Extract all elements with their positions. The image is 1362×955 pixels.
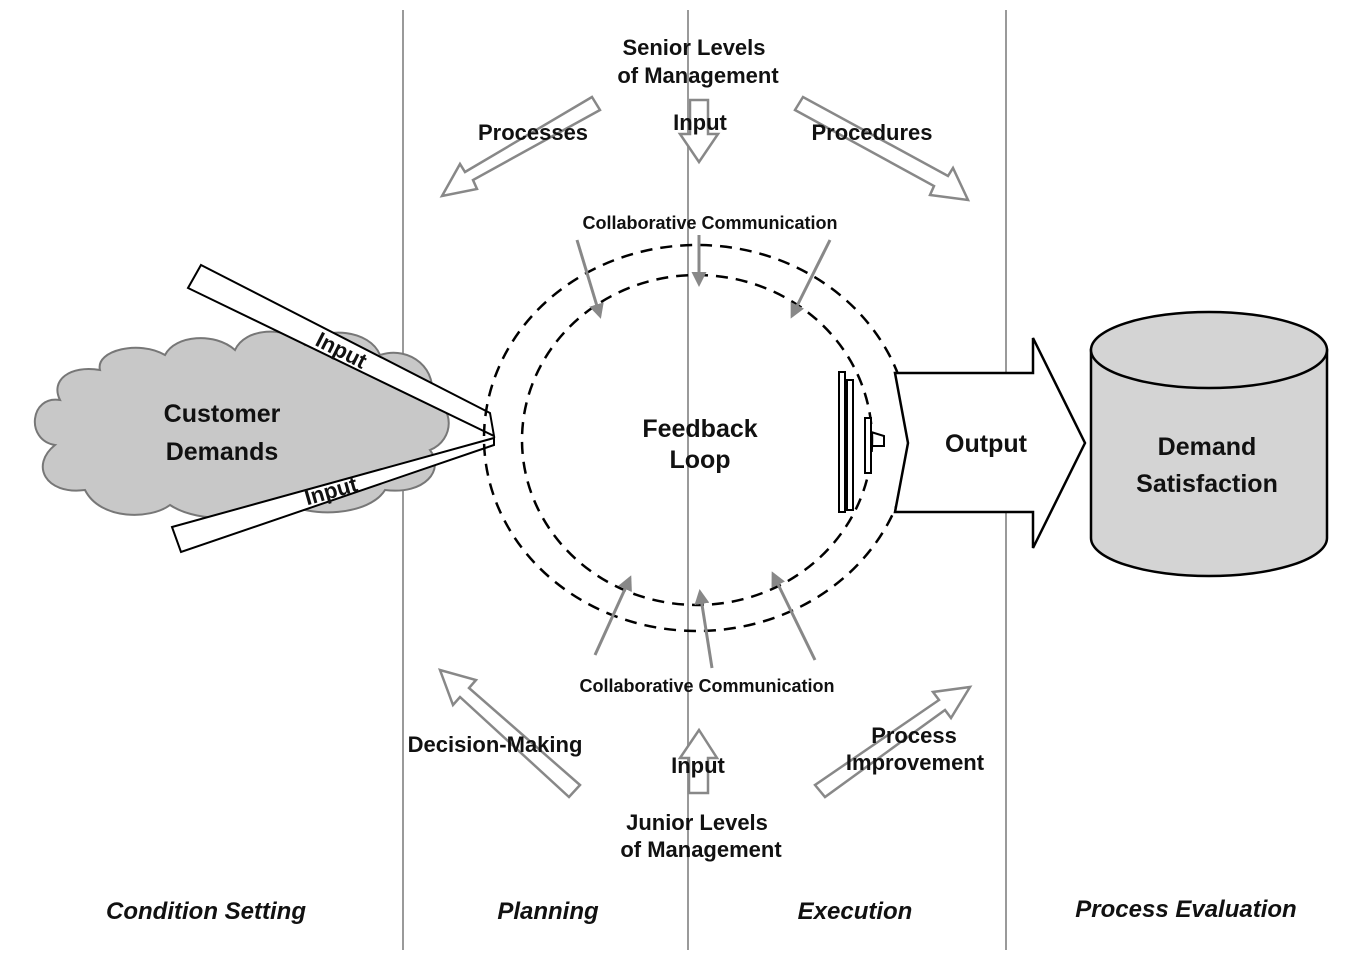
collab-top-label: Collaborative Communication <box>582 213 837 233</box>
top-input-arrow <box>677 98 721 165</box>
demand-satisfaction-cylinder <box>1089 310 1329 578</box>
senior-label-2: of Management <box>617 63 779 88</box>
collab-bottom-label: Collaborative Communication <box>579 676 834 696</box>
customer-label-2: Demands <box>166 438 279 466</box>
input-bar-lower <box>170 436 495 554</box>
feedback-label-1: Feedback <box>642 415 757 443</box>
demand-label-2: Satisfaction <box>1136 470 1278 498</box>
process-improvement-arrow <box>813 685 973 799</box>
senior-label-1: Senior Levels <box>622 35 765 60</box>
phase-condition-setting: Condition Setting <box>106 898 306 925</box>
output-label: Output <box>945 430 1028 458</box>
process-improvement-label-2: Improvement <box>846 750 985 775</box>
decision-label: Decision-Making <box>408 732 583 757</box>
phase-process-evaluation: Process Evaluation <box>1075 896 1296 923</box>
collab-bottom-arrows <box>593 571 817 669</box>
collab-top-arrows <box>575 235 832 319</box>
processes-arrow <box>439 95 602 198</box>
junior-label-1: Junior Levels <box>626 810 768 835</box>
loop-gate <box>838 371 885 513</box>
processes-label: Processes <box>478 120 588 145</box>
phase-planning: Planning <box>497 898 599 925</box>
customer-demands-cloud <box>33 330 450 519</box>
procedures-label: Procedures <box>811 120 932 145</box>
output-arrow <box>893 337 1087 549</box>
bottom-input-arrow <box>677 727 720 795</box>
decision-arrow <box>437 668 582 799</box>
phase-execution: Execution <box>798 898 913 925</box>
demand-label-1: Demand <box>1158 433 1257 461</box>
procedures-arrow <box>793 95 971 202</box>
input-bar-upper <box>186 263 496 438</box>
process-improvement-label-1: Process <box>871 723 957 748</box>
bottom-input-label: Input <box>671 753 725 778</box>
feedback-label-2: Loop <box>669 446 730 474</box>
top-input-label: Input <box>673 110 727 135</box>
customer-label-1: Customer <box>164 400 281 428</box>
junior-label-2: of Management <box>620 837 782 862</box>
